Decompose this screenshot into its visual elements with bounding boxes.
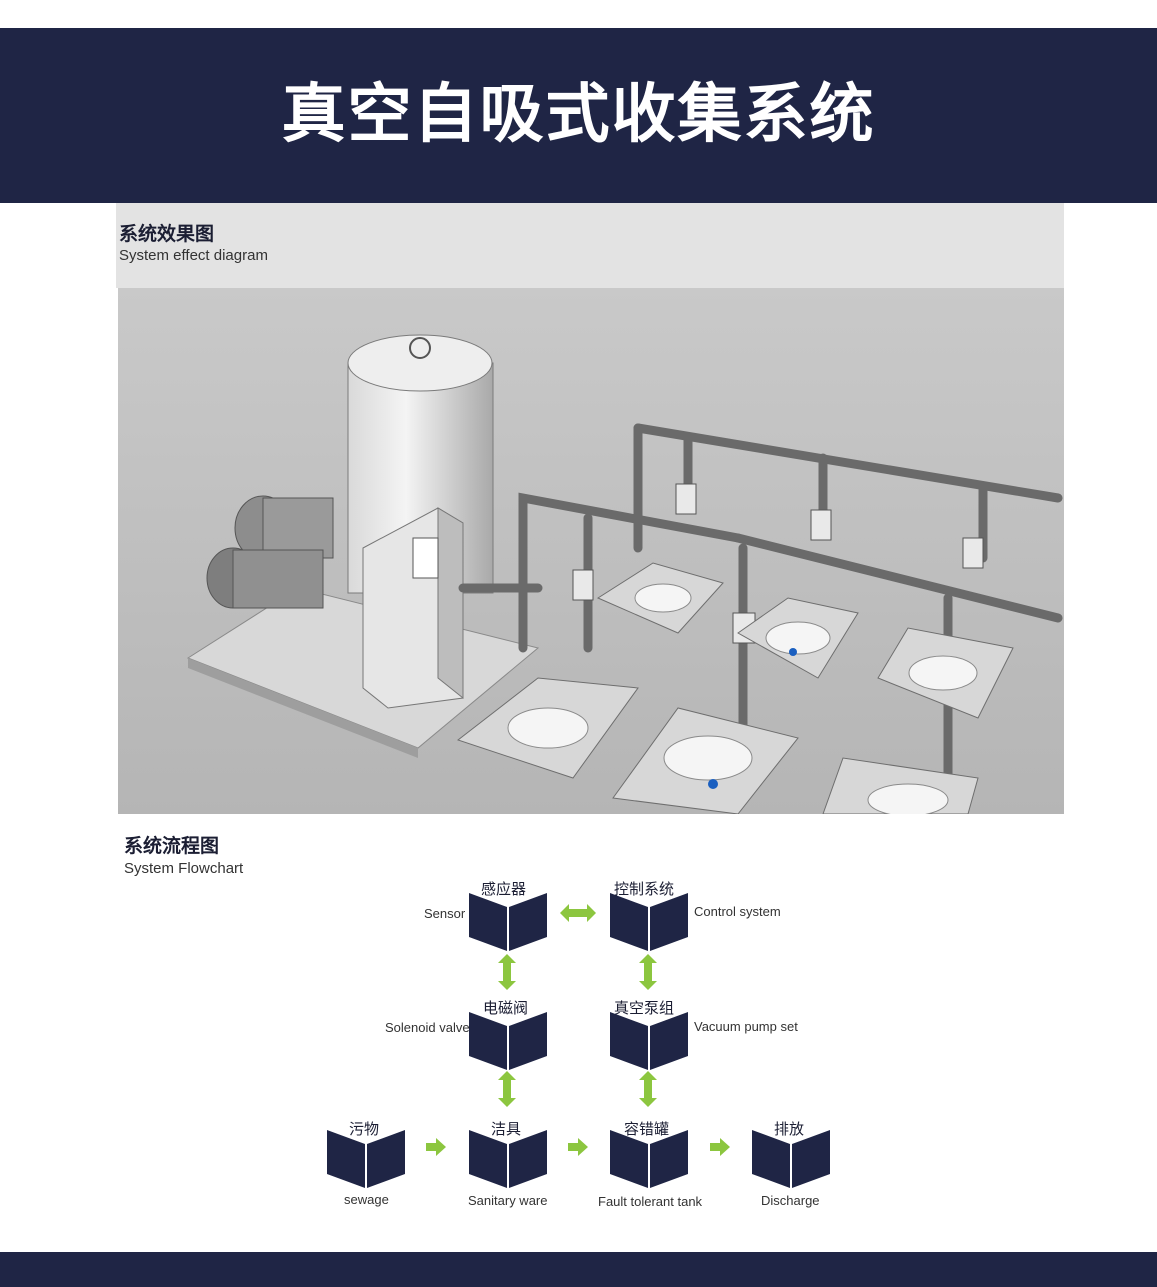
- sewage-label-cn: 污物: [349, 1120, 380, 1138]
- double-arrow-vertical-icon: [498, 954, 516, 990]
- tank-label-en: Fault tolerant tank: [598, 1194, 703, 1209]
- vacuum-pump-node: [610, 1012, 688, 1076]
- open-book-icon: [610, 893, 688, 951]
- control-system-node: [610, 893, 688, 957]
- control-label-cn: 控制系统: [614, 880, 675, 898]
- flow-title-en: System Flowchart: [124, 860, 244, 877]
- flow-title-cn: 系统流程图: [124, 835, 220, 857]
- open-book-icon: [752, 1130, 830, 1188]
- system-effect-illustration: [118, 288, 1064, 814]
- arrow-right-icon: [426, 1138, 446, 1156]
- double-arrow-horizontal-icon: [560, 904, 596, 922]
- sewage-label-en: sewage: [344, 1192, 389, 1207]
- open-book-icon: [327, 1130, 405, 1188]
- solenoid-label-en: Solenoid valve: [385, 1020, 470, 1035]
- page-header: 真空自吸式收集系统: [0, 28, 1157, 203]
- discharge-node: [752, 1130, 830, 1194]
- open-book-icon: [469, 1130, 547, 1188]
- sanitary-ware-node: [469, 1130, 547, 1194]
- sensor-label-en: Sensor: [424, 906, 466, 921]
- sensor-node: [469, 893, 547, 957]
- sewage-node: [327, 1130, 405, 1194]
- double-arrow-vertical-icon: [639, 1071, 657, 1107]
- discharge-label-en: Discharge: [761, 1193, 820, 1208]
- sanitary-label-cn: 洁具: [491, 1120, 522, 1138]
- double-arrow-vertical-icon: [639, 954, 657, 990]
- pump-label-cn: 真空泵组: [614, 999, 675, 1017]
- page-title: 真空自吸式收集系统: [281, 78, 876, 152]
- page-footer: [0, 1252, 1157, 1287]
- control-label-en: Control system: [694, 904, 781, 919]
- effect-title-cn: 系统效果图: [119, 223, 215, 245]
- double-arrow-vertical-icon: [498, 1071, 516, 1107]
- sanitary-label-en: Sanitary ware: [468, 1193, 548, 1208]
- arrow-right-icon: [568, 1138, 588, 1156]
- solenoid-label-cn: 电磁阀: [483, 999, 529, 1017]
- effect-title-en: System effect diagram: [119, 247, 268, 264]
- sensor-label-cn: 感应器: [481, 880, 527, 898]
- open-book-icon: [610, 1012, 688, 1070]
- open-book-icon: [469, 893, 547, 951]
- tank-label-cn: 容错罐: [624, 1120, 670, 1138]
- arrow-right-icon: [710, 1138, 730, 1156]
- open-book-icon: [610, 1130, 688, 1188]
- fault-tolerant-tank-node: [610, 1130, 688, 1194]
- open-book-icon: [469, 1012, 547, 1070]
- discharge-label-cn: 排放: [774, 1120, 805, 1138]
- solenoid-valve-node: [469, 1012, 547, 1076]
- pump-label-en: Vacuum pump set: [694, 1019, 798, 1034]
- effect-section-header: 系统效果图 System effect diagram: [116, 203, 1064, 288]
